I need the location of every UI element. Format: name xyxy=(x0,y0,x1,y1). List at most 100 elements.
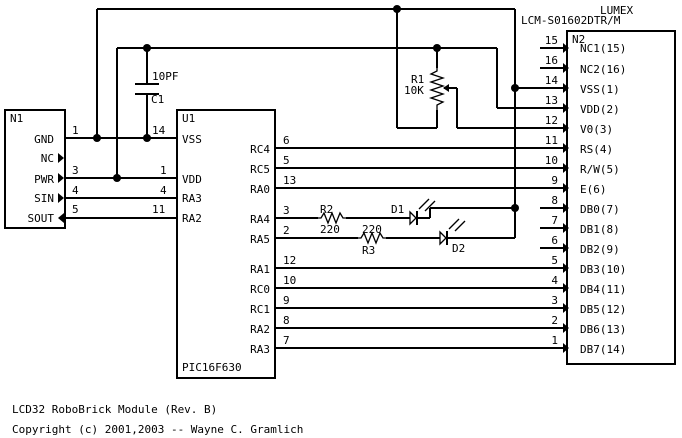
led-d1-ref: D1 xyxy=(391,203,404,216)
n2-pin-9-number: 9 xyxy=(551,174,558,187)
n1-nc-arrow-icon xyxy=(58,153,64,163)
n2-pin-10-number: 10 xyxy=(545,154,558,167)
n2-pin-rw-label: R/W(5) xyxy=(580,163,620,176)
n2-arrow-icon xyxy=(563,323,569,333)
u1-pin-2-number: 2 xyxy=(283,224,290,237)
led-d2: D2 xyxy=(439,218,466,255)
u1-pin-rc4-label: RC4 xyxy=(250,143,270,156)
potentiometer-r1-value: 10K xyxy=(404,84,424,97)
u1-pin-rc0-label: RC0 xyxy=(250,283,270,296)
n2-arrow-icon xyxy=(563,283,569,293)
u1-pin-ra3-left-label: RA3 xyxy=(182,192,202,205)
n2-pin-db2-label: DB2(9) xyxy=(580,243,620,256)
potentiometer-zigzag xyxy=(428,68,446,110)
u1-pin-14-number: 14 xyxy=(152,124,166,137)
led-d2-ray-icon xyxy=(448,218,460,230)
resistor-r3: 220 R3 xyxy=(358,223,386,257)
u1-pin-10-number: 10 xyxy=(283,274,296,287)
n2-arrow-icon xyxy=(563,83,569,93)
n2-pin-db0-label: DB0(7) xyxy=(580,203,620,216)
junction-dot xyxy=(143,134,151,142)
u1-pin-3-number: 3 xyxy=(283,204,290,217)
u1-pin-ra1-label: RA1 xyxy=(250,263,270,276)
n2-arrow-icon xyxy=(563,103,569,113)
n2-pin-4-number: 4 xyxy=(551,274,558,287)
n2-pin-vdd-label: VDD(2) xyxy=(580,103,620,116)
connector-n1: N1 GND NC PWR SIN SOUT 1 3 4 5 xyxy=(4,109,79,229)
led-d2-ref: D2 xyxy=(452,242,465,255)
n2-arrow-icon xyxy=(563,163,569,173)
n2-pin-15-number: 15 xyxy=(545,34,558,47)
u1-pin-vss-label: VSS xyxy=(182,133,202,146)
resistor-r3-zigzag xyxy=(358,231,386,245)
junction-dot xyxy=(93,134,101,142)
u1-pin-5-number: 5 xyxy=(283,154,290,167)
n2-pin-7-number: 7 xyxy=(551,214,558,227)
chip-u1-part: PIC16F630 xyxy=(182,361,242,374)
n1-pin-sin-label: SIN xyxy=(34,192,54,205)
junction-dot xyxy=(113,174,121,182)
n2-pin-6-number: 6 xyxy=(551,234,558,247)
n2-arrow-icon xyxy=(563,143,569,153)
n2-arrow-icon xyxy=(563,43,569,53)
lcd-module-part: LCM-S01602DTR/M xyxy=(521,14,621,27)
n2-arrow-icon xyxy=(563,63,569,73)
n2-arrow-icon xyxy=(563,183,569,193)
led-d2-ray-icon xyxy=(454,220,466,232)
u1-pin-11-number: 11 xyxy=(152,203,165,216)
u1-pin-rc5-label: RC5 xyxy=(250,163,270,176)
resistor-r2-ref: R2 xyxy=(320,203,333,216)
connector-n1-ref: N1 xyxy=(10,112,23,125)
n2-arrow-icon xyxy=(563,243,569,253)
n2-pin-16-number: 16 xyxy=(545,54,558,67)
potentiometer-wiper-arrow-icon xyxy=(443,84,449,92)
capacitor-c1-ref: C1 xyxy=(151,93,164,106)
n2-pin-db4-label: DB4(11) xyxy=(580,283,626,296)
u1-pin-9-number: 9 xyxy=(283,294,290,307)
n2-pin-arrows xyxy=(563,43,569,353)
connector-n1-body xyxy=(4,109,66,229)
resistor-r2: R2 220 xyxy=(318,203,346,236)
n2-pin-nc1-label: NC1(15) xyxy=(580,42,626,55)
title-line: LCD32 RoboBrick Module (Rev. B) xyxy=(12,403,217,416)
junctions xyxy=(93,5,519,212)
n2-pin-e-label: E(6) xyxy=(580,183,607,196)
led-d1-ray-icon xyxy=(424,200,436,212)
u1-pin-8-number: 8 xyxy=(283,314,290,327)
u1-pin-1-number: 1 xyxy=(160,164,167,177)
led-d2-triangle xyxy=(439,230,447,246)
n2-pin-nc2-label: NC2(16) xyxy=(580,63,626,76)
led-d1-ray-icon xyxy=(418,198,430,210)
n2-pin-11-number: 11 xyxy=(545,134,558,147)
potentiometer-r1-ref: R1 xyxy=(411,73,424,86)
n1-pin-3-number: 3 xyxy=(72,164,79,177)
n2-arrow-icon xyxy=(563,263,569,273)
u1-pin-7-number: 7 xyxy=(283,334,290,347)
chip-u1-ref: U1 xyxy=(182,112,195,125)
lcd-module-n2: LUMEX LCM-S01602DTR/M N2 NC1(15) NC2(16)… xyxy=(521,4,676,365)
n2-pin-vss-label: VSS(1) xyxy=(580,83,620,96)
n2-pin-db6-label: DB6(13) xyxy=(580,323,626,336)
resistor-r2-zigzag xyxy=(318,211,346,225)
u1-pin-6-number: 6 xyxy=(283,134,290,147)
n2-pin-13-number: 13 xyxy=(545,94,558,107)
n1-pin-pwr-label: PWR xyxy=(34,173,54,186)
capacitor-c1-value: 10PF xyxy=(152,70,179,83)
u1-pin-ra5-label: RA5 xyxy=(250,233,270,246)
lcd-module-vendor: LUMEX xyxy=(600,4,633,17)
n2-pin-db5-label: DB5(12) xyxy=(580,303,626,316)
led-d1-triangle xyxy=(409,210,417,226)
n2-pin-12-number: 12 xyxy=(545,114,558,127)
chip-u1: U1 PIC16F630 VSS VDD RA3 RA2 14 1 4 11 R… xyxy=(152,109,296,379)
led-d1: D1 xyxy=(391,198,436,226)
u1-pin-ra0-label: RA0 xyxy=(250,183,270,196)
capacitor-c1: 10PF C1 xyxy=(135,70,179,106)
junction-dot xyxy=(511,204,519,212)
n2-arrow-icon xyxy=(563,343,569,353)
n2-pin-2-number: 2 xyxy=(551,314,558,327)
n1-pwr-arrow-icon xyxy=(58,173,64,183)
n1-pin-1-number: 1 xyxy=(72,124,79,137)
u1-pin-ra2-right-label: RA2 xyxy=(250,323,270,336)
n1-pin-5-number: 5 xyxy=(72,203,79,216)
u1-pin-13-number: 13 xyxy=(283,174,296,187)
